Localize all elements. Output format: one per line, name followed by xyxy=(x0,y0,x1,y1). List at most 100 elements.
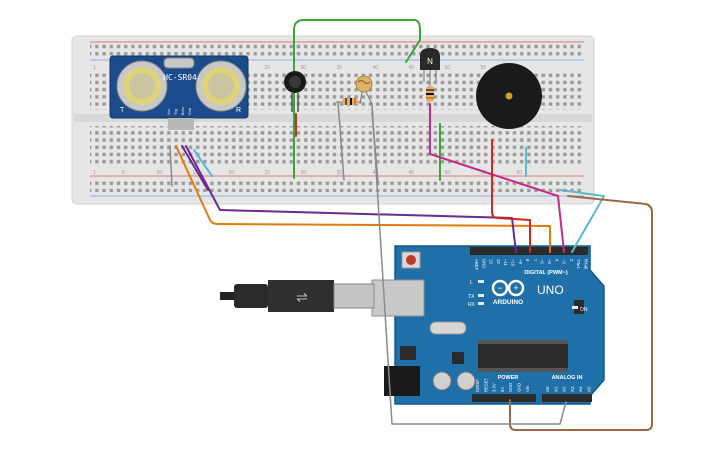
breadboard-top-number: 30 xyxy=(301,65,307,71)
wire-cyan-rail xyxy=(559,189,605,253)
wire-red-buzzer xyxy=(491,139,531,253)
wire-brown-analog xyxy=(509,195,653,431)
usb-cable: ⇌ xyxy=(220,280,375,312)
transmitter-transducer xyxy=(116,60,168,112)
center-channel xyxy=(74,114,592,122)
digital-pin-label: GND xyxy=(481,259,486,268)
usb-chip xyxy=(452,352,464,364)
wire-magenta-transistor xyxy=(429,103,565,253)
wire-cyan-gnd xyxy=(193,149,213,177)
analog-pin-label: A5 xyxy=(587,386,592,392)
wire-gray-ldr xyxy=(371,103,567,425)
crystal xyxy=(429,321,467,335)
arduino-brand-text: ARDUINO xyxy=(493,299,523,306)
power-pin-label: GND xyxy=(508,383,513,392)
digital-pwm-label: DIGITAL (PWM~) xyxy=(524,270,568,276)
capacitor-1 xyxy=(432,371,452,391)
digital-pin-label: 12 xyxy=(496,259,501,264)
wire-purple-sensor xyxy=(185,145,517,253)
power-pin-label: IOREF xyxy=(475,379,480,392)
resistor-vertical xyxy=(426,86,434,102)
breadboard-bottom-number: 30 xyxy=(301,170,307,176)
breadboard-bottom-number: 55 xyxy=(481,170,487,176)
npn-transistor: N xyxy=(420,48,440,86)
sensor-pin-label: Gnd xyxy=(188,108,192,115)
breadboard-bottom-number: 50 xyxy=(445,170,451,176)
analog-pin-label: A4 xyxy=(578,386,583,392)
piezo-buzzer xyxy=(476,63,542,129)
breadboard-bottom-number: 35 xyxy=(337,170,343,176)
transistor-label: N xyxy=(427,57,433,66)
analog-pin-label: A1 xyxy=(553,386,558,392)
receiver-transducer xyxy=(195,60,247,112)
wire-green-top xyxy=(405,39,421,63)
led-label-tx: TX xyxy=(468,294,475,300)
lower-terminal-strip xyxy=(90,126,584,166)
wire-purple-b xyxy=(181,145,209,191)
digital-pin-label: ~11 xyxy=(503,259,508,266)
analog-header[interactable] xyxy=(542,394,592,402)
breadboard-bottom-number: 1 xyxy=(93,170,96,176)
breadboard-top-number: 45 xyxy=(409,65,415,71)
power-label: POWER xyxy=(498,375,519,381)
chip-socket-pins-top xyxy=(478,340,568,344)
led-label-rx: RX xyxy=(468,302,476,308)
resistor-horizontal xyxy=(336,98,362,105)
sensor-model-label: HC-SR04 xyxy=(163,73,197,82)
power-pin-label: 3.3V xyxy=(492,383,497,392)
svg-text:+: + xyxy=(513,283,518,293)
sensor-crystal xyxy=(163,57,195,69)
sensor-r-mark: R xyxy=(236,107,241,114)
digital-pin-label: RX◂0 xyxy=(584,259,589,270)
usb-jack xyxy=(371,279,425,317)
breadboard-bottom-number: 10 xyxy=(157,170,163,176)
digital-pin-label: 8 xyxy=(525,259,530,262)
digital-pin-label: TX▸1 xyxy=(576,259,581,269)
atmega-chip xyxy=(478,344,568,368)
on-label: ON xyxy=(580,307,588,313)
breadboard-top-number: 25 xyxy=(265,65,271,71)
breadboard-top-number: 55 xyxy=(481,65,487,71)
wire-gray-ldr-b xyxy=(371,111,379,183)
led-tx xyxy=(478,294,484,297)
arduino-uno-board: − + ARDUINO UNO DIGITAL (PWM~) POWER ANA… xyxy=(371,245,605,405)
usb-symbol-icon: ⇌ xyxy=(296,289,308,305)
power-pin-label: GND xyxy=(517,383,522,392)
arduino-infinity-logo: − + xyxy=(491,279,525,297)
power-pin-label: 5V xyxy=(500,387,505,392)
microphone xyxy=(284,71,306,112)
analog-pin-label: A3 xyxy=(570,386,575,392)
sensor-pin-label: Trig xyxy=(174,109,178,115)
sensor-pin-label: Echo xyxy=(181,107,185,115)
voltage-regulator xyxy=(400,346,416,360)
breadboard-top-number: 1 xyxy=(93,65,96,71)
arduino-model-text: UNO xyxy=(537,283,564,297)
breadboard-bottom-number: 25 xyxy=(265,170,271,176)
digital-pin-label: 2 xyxy=(569,259,574,262)
reset-button-cap[interactable] xyxy=(406,255,416,265)
breadboard-top-number: 35 xyxy=(337,65,343,71)
breadboard-bottom-number: 45 xyxy=(409,170,415,176)
on-led xyxy=(572,306,578,309)
digital-pin-label: ~3 xyxy=(562,259,567,264)
wires xyxy=(169,19,653,431)
digital-pin-label: 4 xyxy=(554,259,559,262)
power-pin-label: RESET xyxy=(483,378,488,392)
power-header[interactable] xyxy=(472,394,536,402)
capacitor-2 xyxy=(456,371,476,391)
led-label-l: L xyxy=(470,280,473,286)
wire-orange-sensor xyxy=(175,145,551,253)
analog-pin-label: A0 xyxy=(545,386,550,392)
digital-pin-label: AREF xyxy=(474,259,479,271)
power-pin-label: Vin xyxy=(525,385,530,392)
top-power-rails xyxy=(90,41,584,61)
led-l xyxy=(478,280,484,283)
wire-gray-sensor xyxy=(169,145,173,187)
breadboard-bottom-number: 15 xyxy=(193,170,199,176)
